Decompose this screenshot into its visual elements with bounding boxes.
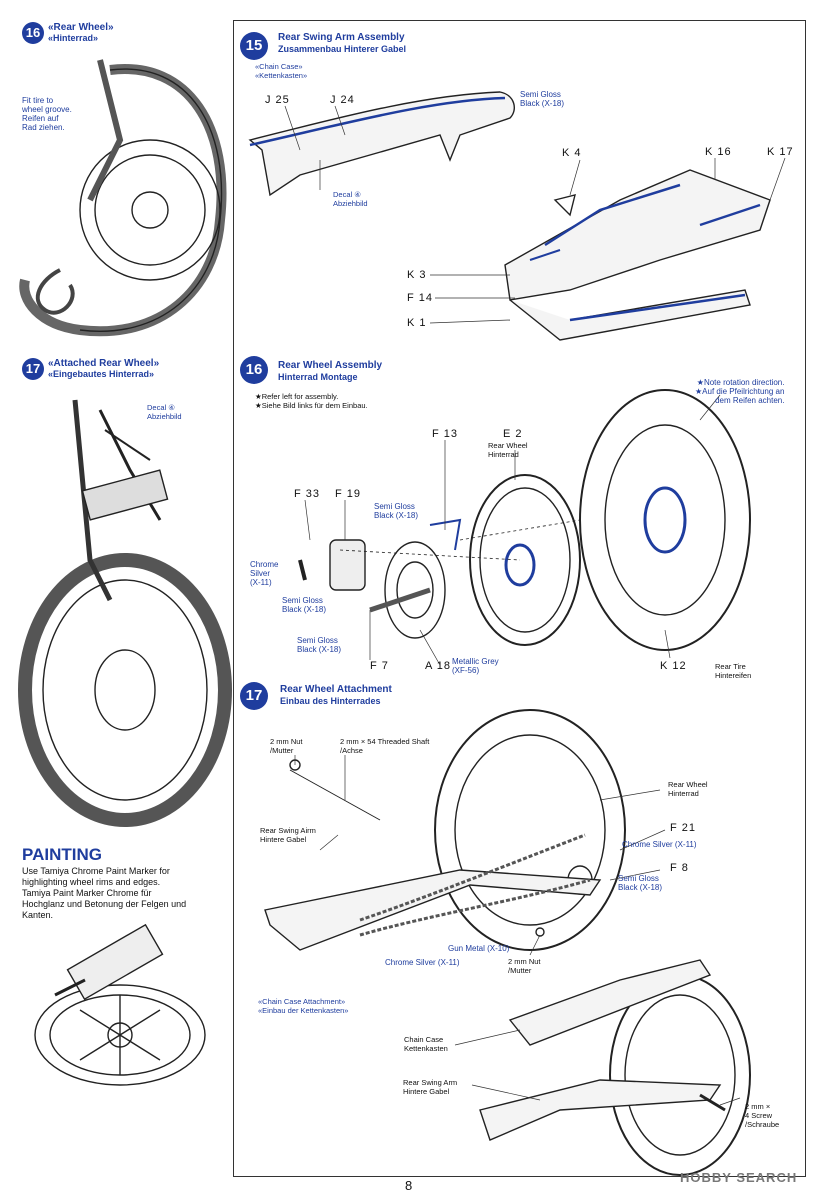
gun-metal-x10: Gun Metal (X-10): [448, 944, 510, 953]
chrome-silver-17-lower: Chrome Silver (X-11): [385, 958, 460, 967]
step-17-badge: 17: [22, 358, 44, 380]
part-k17: K 17: [767, 146, 794, 158]
part-k4: K 4: [562, 147, 582, 159]
rear-wheel-cutaway-illustration: [19, 59, 227, 337]
exploded-rear-wheel-illustration: [298, 389, 751, 651]
step-15-badge: 15: [240, 32, 268, 60]
step-16-badge: 16: [22, 22, 44, 44]
screw-label: 2 mm ×4 Screw/Schraube: [745, 1102, 780, 1129]
refer-left-note: ★Refer left for assembly.★Siehe Bild lin…: [255, 392, 368, 410]
part-f13: F 13: [432, 428, 459, 440]
part-f19: F 19: [335, 488, 362, 500]
chrome-silver-17: Chrome Silver (X-11): [622, 840, 697, 849]
part-f33: F 33: [294, 488, 321, 500]
step-16-assembly-title: Rear Wheel Assembly: [278, 360, 383, 371]
step-16-title: «Rear Wheel»: [48, 22, 114, 33]
chain-case-subtitle: «Chain Case»«Kettenkasten»: [255, 62, 308, 80]
threaded-shaft-label: 2 mm × 54 Threaded Shaft/Achse: [340, 737, 430, 755]
step-16-assembly-title-de: Hinterrad Montage: [278, 372, 358, 382]
part-f7: F 7: [370, 660, 389, 672]
part-k16: K 16: [705, 146, 732, 158]
step-17-assembly-badge: 17: [240, 682, 268, 710]
wheel-attachment-illustration: [264, 709, 626, 951]
page-number: 8: [405, 1178, 413, 1193]
rotation-note: ★Note rotation direction.★Auf die Pfeilr…: [695, 378, 785, 405]
part-f14: F 14: [407, 292, 434, 304]
step-17-assembly-title-de: Einbau des Hinterrades: [280, 696, 381, 706]
hobby-search-watermark: HOBBY SEARCH: [680, 1170, 798, 1185]
step-16-assembly-badge: 16: [240, 356, 268, 384]
painting-title: PAINTING: [22, 845, 102, 864]
metallic-grey-xf56: Metallic Grey(XF-56): [452, 657, 499, 675]
part-e2: E 2: [503, 428, 523, 440]
instruction-frame: [233, 20, 806, 1177]
step-16-title-de: «Hinterrad»: [48, 33, 99, 43]
part-f21: F 21: [670, 822, 697, 834]
part-j24: J 24: [330, 94, 355, 106]
part-k12: K 12: [660, 660, 687, 672]
nut-label-top: 2 mm Nut/Mutter: [270, 737, 303, 755]
part-j25: J 25: [265, 94, 290, 106]
attached-rear-wheel-illustration: [18, 399, 232, 827]
chain-case-attachment-illustration: [479, 959, 751, 1176]
step-15-title: Rear Swing Arm Assembly: [278, 32, 405, 43]
part-k3: K 3: [407, 269, 427, 281]
chain-case-illustration: [248, 91, 516, 197]
step-17-title-de: «Eingebautes Hinterrad»: [48, 369, 155, 379]
part-a18: A 18: [425, 660, 452, 672]
part-k1: K 1: [407, 317, 427, 329]
paint-marker-wheel-illustration: [34, 923, 206, 1086]
step-17-title: «Attached Rear Wheel»: [48, 358, 160, 369]
chain-case-attachment-subtitle: «Chain Case Attachment»«Einbau der Kette…: [258, 997, 349, 1015]
step-17-assembly-title: Rear Wheel Attachment: [280, 684, 392, 695]
nut-label-bottom: 2 mm Nut/Mutter: [508, 957, 541, 975]
swing-arm-illustration: [504, 169, 771, 341]
step-15-title-de: Zusammenbau Hinterer Gabel: [278, 44, 407, 54]
part-f8: F 8: [670, 862, 689, 874]
